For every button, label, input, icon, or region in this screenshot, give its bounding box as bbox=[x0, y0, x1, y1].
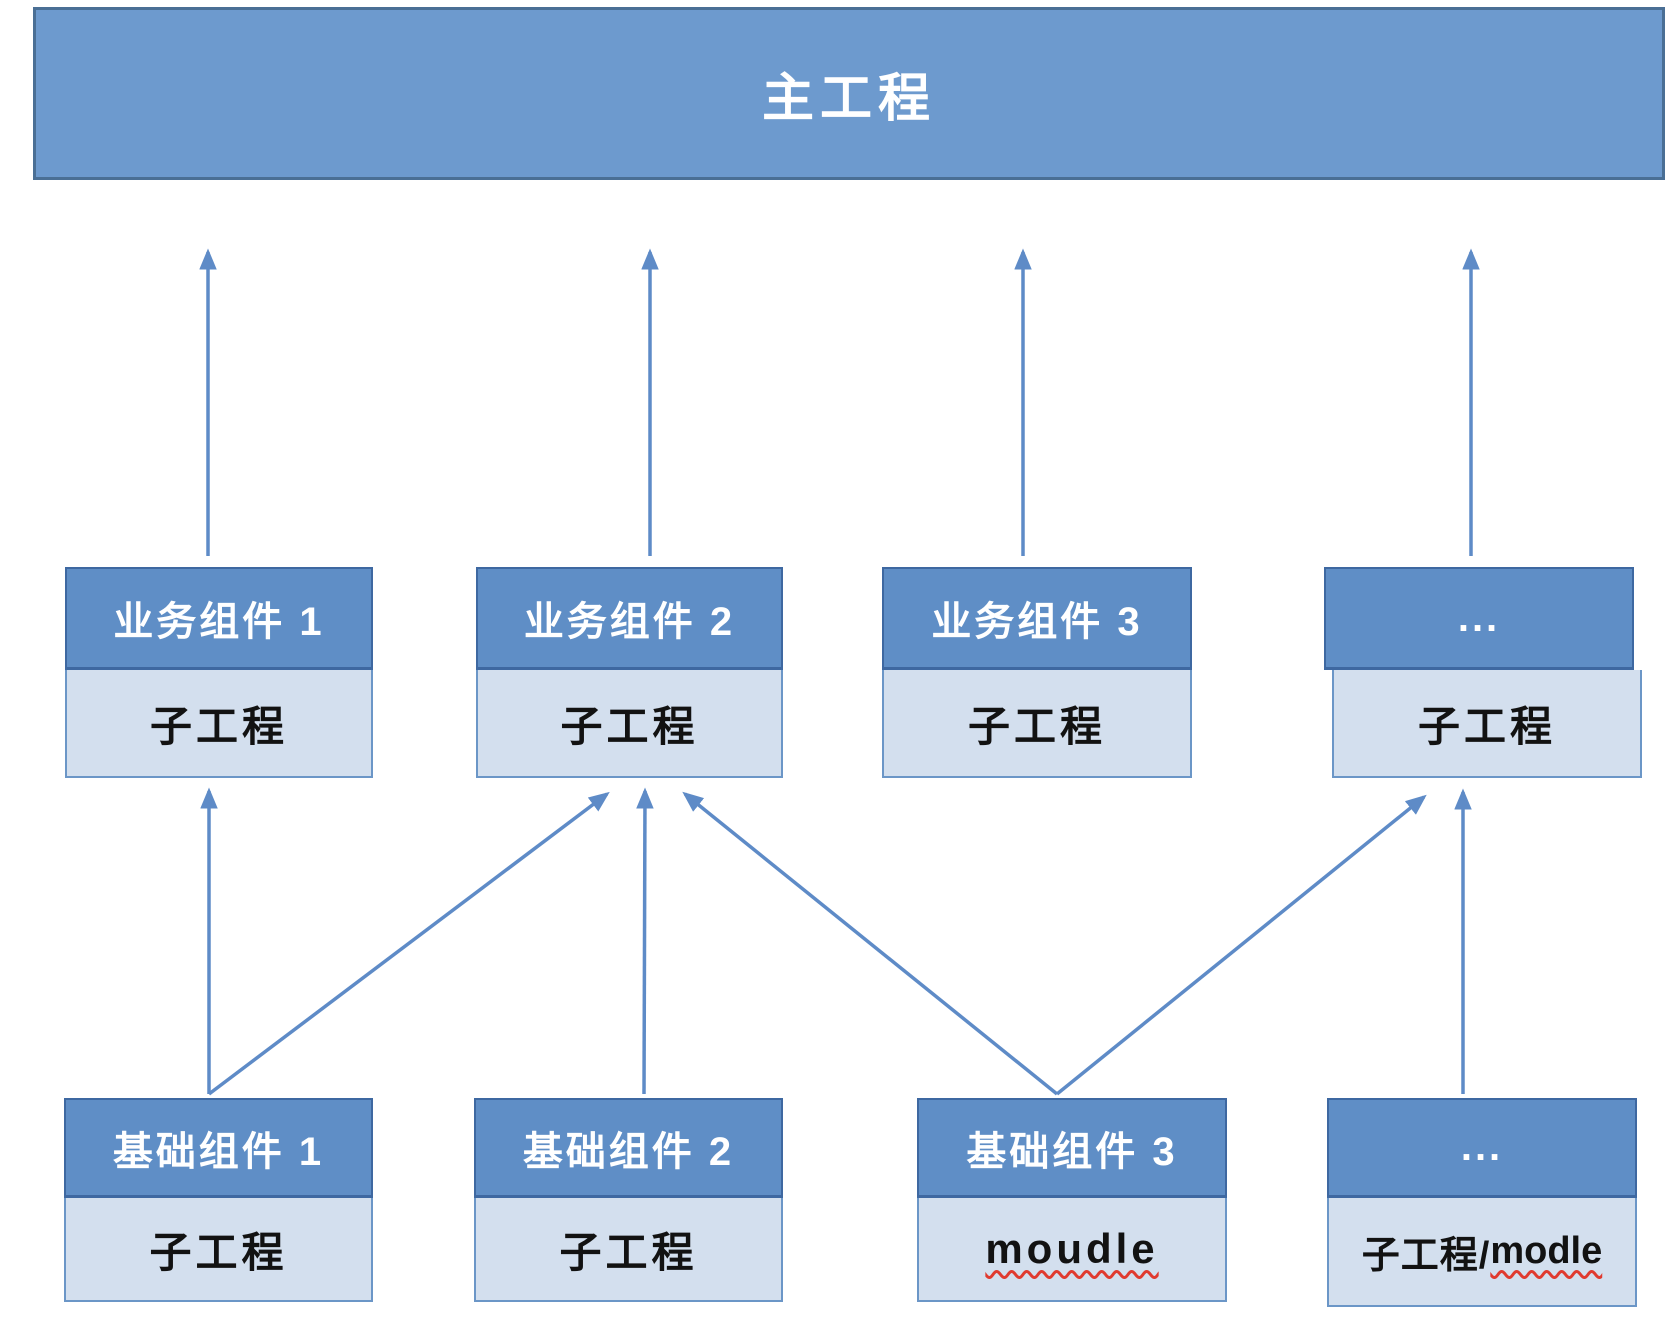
business-component-1-body: 子工程 bbox=[65, 670, 373, 778]
base-component-ellipsis-body: 子工程/modle bbox=[1327, 1198, 1637, 1307]
dependency-arrow-base-3-to-business-4 bbox=[1055, 794, 1427, 1096]
base-component-2-header: 基础组件 2 bbox=[474, 1098, 783, 1198]
dependency-arrow-base-1-to-business-2 bbox=[207, 791, 610, 1096]
base-component-ellipsis-header: ... bbox=[1327, 1098, 1637, 1198]
business-component-2-body: 子工程 bbox=[476, 670, 783, 778]
base-component-1-body: 子工程 bbox=[64, 1198, 373, 1302]
business-component-3-body: 子工程 bbox=[882, 670, 1192, 778]
dependency-arrow-base-2-to-business-2 bbox=[636, 787, 654, 1095]
business-component-2: 业务组件 2 子工程 bbox=[476, 567, 783, 778]
base-component-2: 基础组件 2 子工程 bbox=[474, 1098, 783, 1302]
main-project-label: 主工程 bbox=[761, 70, 936, 128]
base-component-3: 基础组件 3 moudle bbox=[917, 1098, 1227, 1302]
base-component-ellipsis: ... 子工程/modle bbox=[1327, 1098, 1637, 1307]
business-component-ellipsis: ... 子工程 bbox=[1324, 567, 1642, 778]
business-component-ellipsis-header: ... bbox=[1324, 567, 1634, 670]
base-component-1: 基础组件 1 子工程 bbox=[64, 1098, 373, 1302]
dependency-arrow-base-3-to-business-2 bbox=[682, 791, 1059, 1096]
business-component-1: 业务组件 1 子工程 bbox=[65, 567, 373, 778]
base-component-1-header: 基础组件 1 bbox=[64, 1098, 373, 1198]
business-component-2-header: 业务组件 2 bbox=[476, 567, 783, 670]
base-component-3-header: 基础组件 3 bbox=[917, 1098, 1227, 1198]
business-component-ellipsis-body: 子工程 bbox=[1332, 670, 1642, 778]
main-project-box: 主工程 bbox=[33, 7, 1665, 180]
base-component-2-body: 子工程 bbox=[474, 1198, 783, 1302]
business-component-1-header: 业务组件 1 bbox=[65, 567, 373, 670]
base-component-3-body: moudle bbox=[917, 1198, 1227, 1302]
base-component-ellipsis-body-prefix: 子工程/ bbox=[1361, 1235, 1491, 1277]
business-component-3: 业务组件 3 子工程 bbox=[882, 567, 1192, 778]
base-component-ellipsis-body-word: modle bbox=[1490, 1230, 1603, 1272]
business-component-3-header: 业务组件 3 bbox=[882, 567, 1192, 670]
